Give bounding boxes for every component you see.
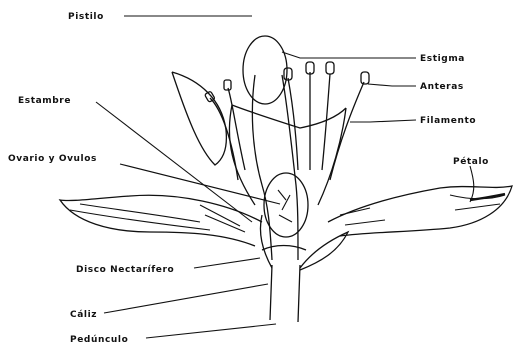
leader-disco (194, 258, 260, 268)
label-anteras: Anteras (420, 82, 464, 92)
nectary-disc (262, 246, 306, 251)
leader-lines (96, 16, 474, 338)
leader-pedunculo (146, 324, 276, 338)
label-estambre: Estambre (18, 96, 71, 106)
left-petal (60, 195, 262, 246)
leader-anteras (368, 84, 416, 86)
leader-petalo (470, 166, 474, 202)
leader-estigma (282, 52, 416, 58)
label-ovario: Ovario y Ovulos (8, 154, 97, 164)
stigma (243, 36, 287, 104)
leader-filamento (350, 120, 416, 122)
label-estigma: Estigma (420, 54, 465, 64)
label-disco: Disco Nectarífero (76, 265, 174, 275)
peduncle (270, 265, 300, 322)
back-petal (172, 72, 226, 165)
leader-caliz (104, 284, 268, 313)
leader-estambre (96, 102, 252, 222)
label-pedunculo: Pedúnculo (70, 335, 128, 345)
labels: Pistilo Estigma Anteras Estambre Filamen… (8, 12, 489, 345)
ovules (278, 190, 292, 222)
leader-ovario (120, 164, 280, 204)
label-caliz: Cáliz (70, 310, 97, 320)
ovary (264, 173, 308, 237)
flower-illustration (60, 36, 512, 322)
label-filamento: Filamento (420, 116, 476, 126)
left-petal-veins (70, 204, 245, 232)
label-petalo: Pétalo (453, 156, 489, 167)
label-pistilo: Pistilo (68, 12, 104, 22)
